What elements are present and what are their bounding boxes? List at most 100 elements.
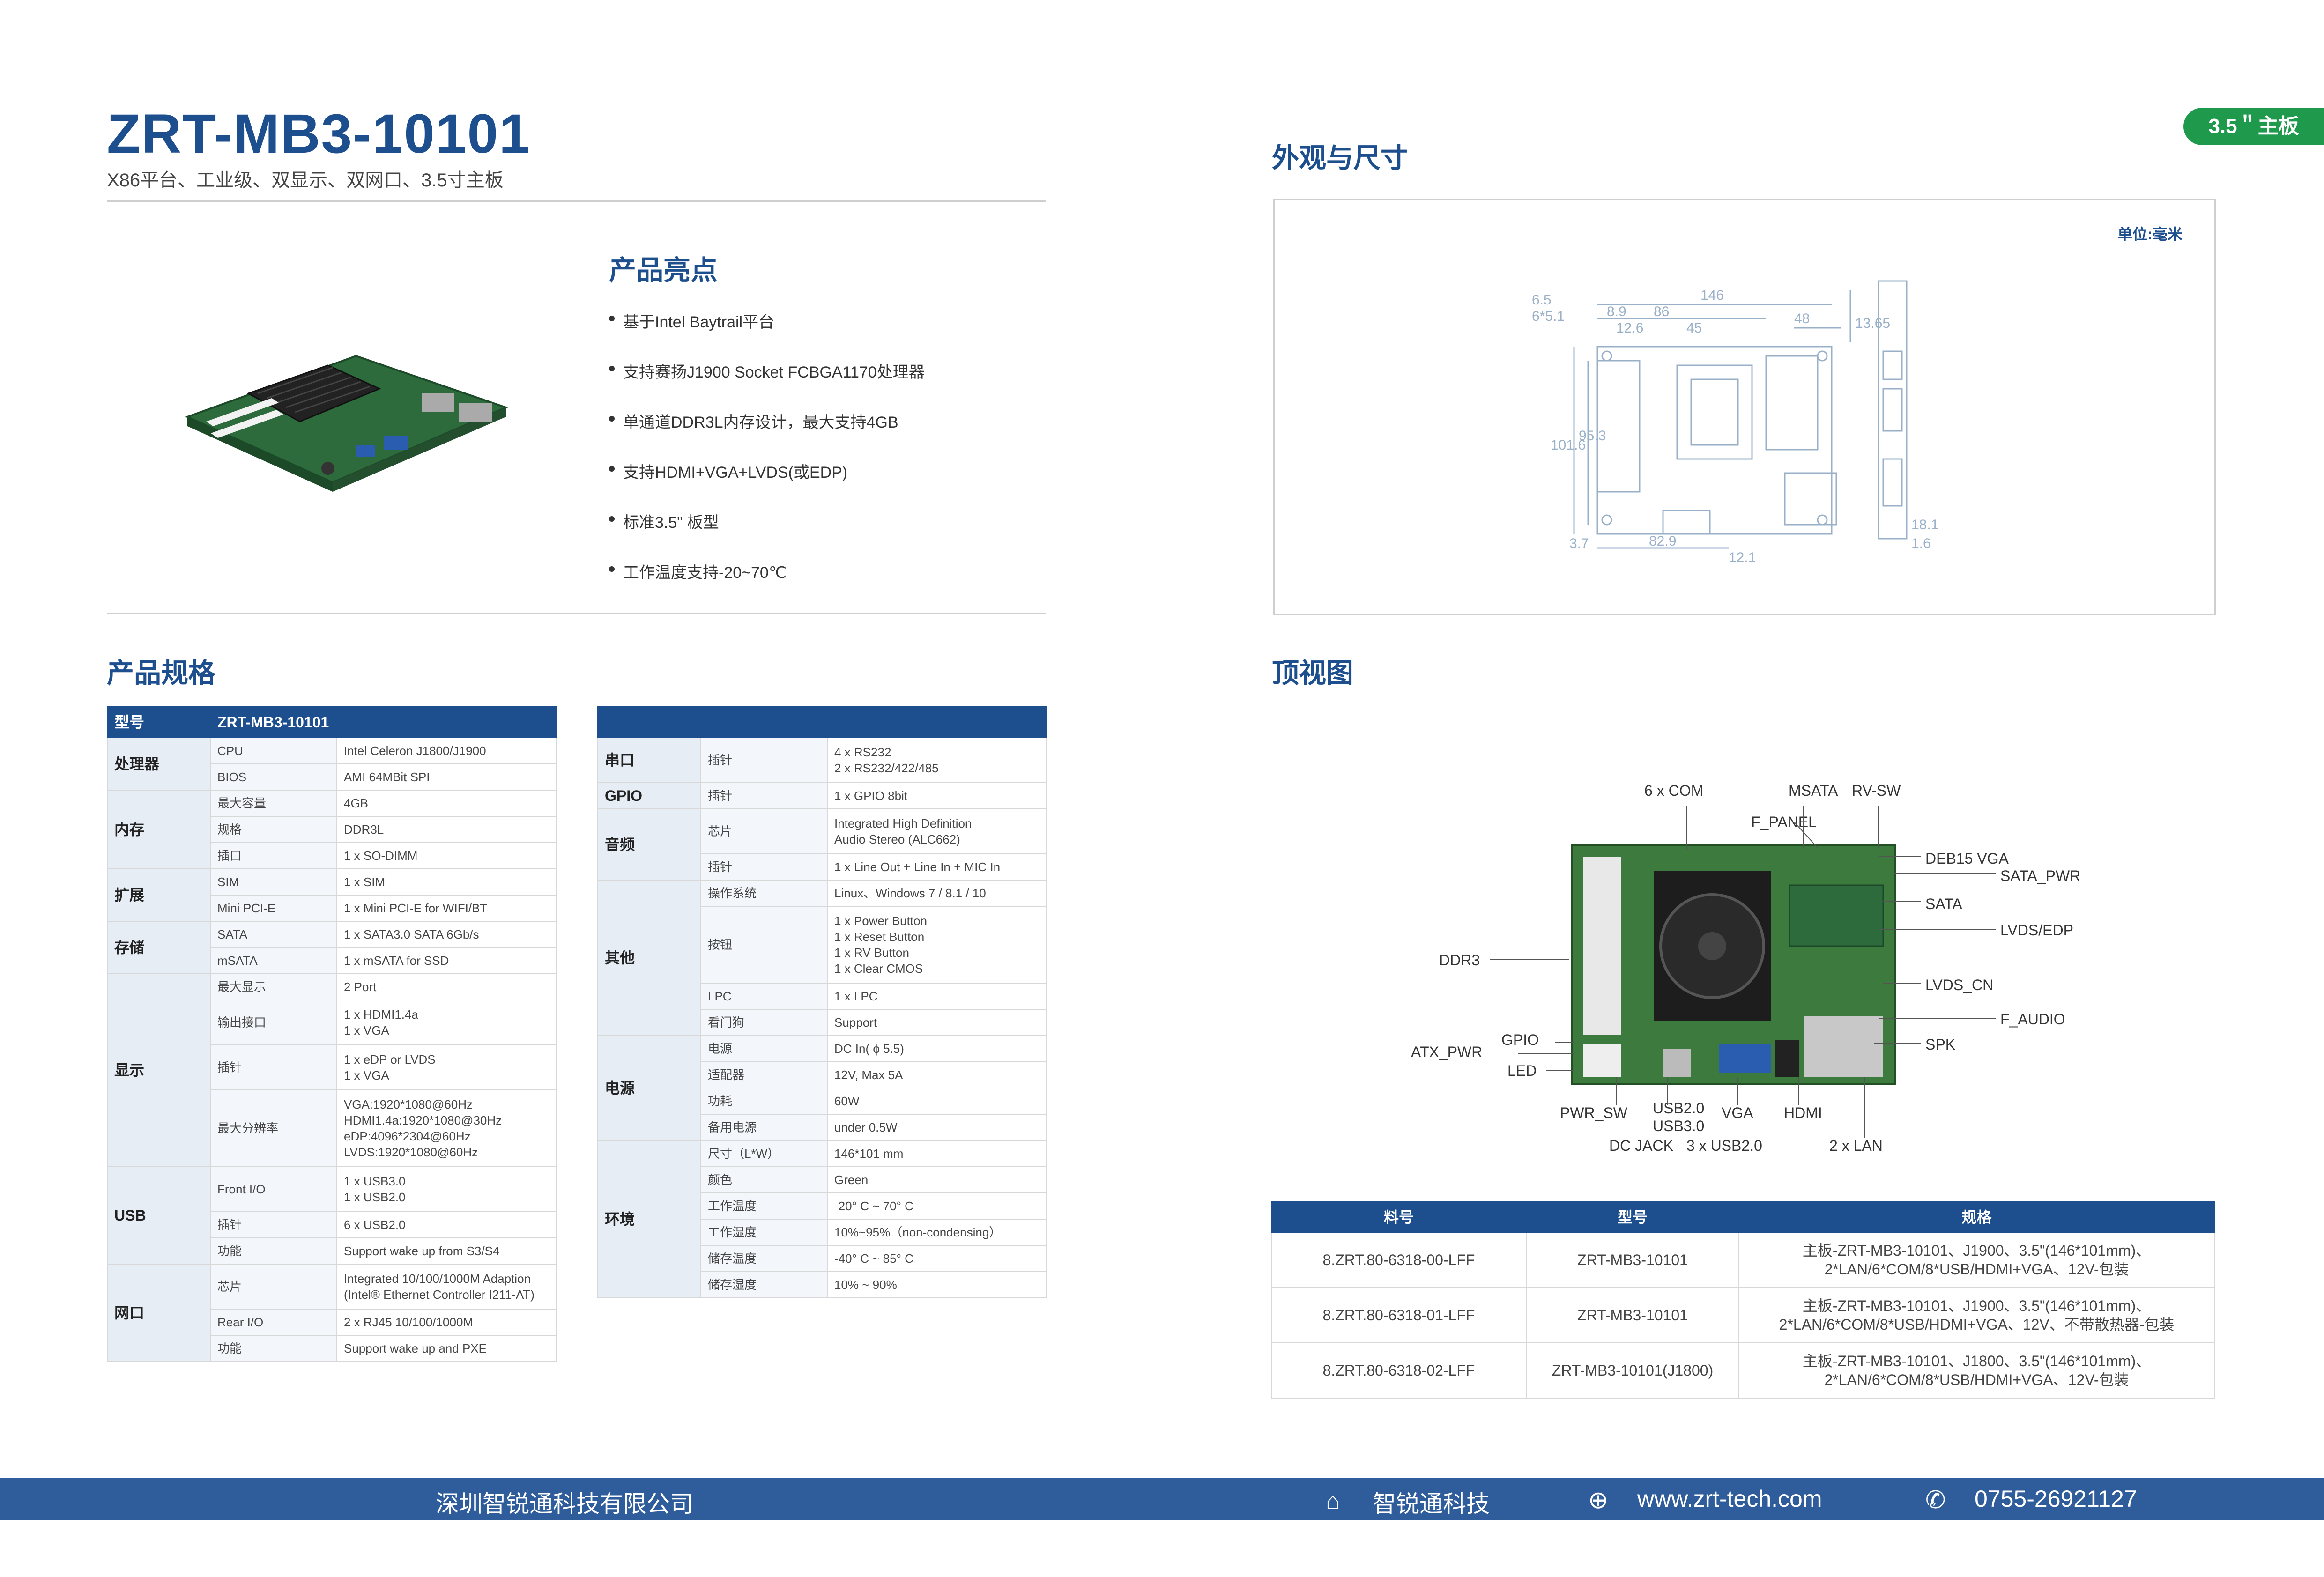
dim-146: 146 (1700, 288, 1724, 303)
highlight-item: 支持HDMI+VGA+LVDS(或EDP) (609, 459, 925, 482)
label-6xcom: 6 x COM (1644, 782, 1704, 799)
spec-item: CPU (210, 737, 337, 764)
spec-item: 芯片 (700, 808, 828, 854)
spec-value: 1 x Power Button 1 x Reset Button 1 x RV… (827, 906, 1047, 984)
dim-8-9: 8.9 (1607, 304, 1626, 319)
spec-item: 工作温度 (700, 1192, 828, 1220)
highlights-title: 产品亮点 (609, 255, 718, 286)
footer-website[interactable]: www.zrt-tech.com (1637, 1486, 1822, 1512)
order-part: 8.ZRT.80-6318-00-LFF (1271, 1232, 1527, 1288)
spec-value: Linux、Windows 7 / 8.1 / 10 (827, 880, 1047, 907)
order-model: ZRT-MB3-10101(J1800) (1526, 1342, 1739, 1399)
label-f-audio: F_AUDIO (2000, 1011, 2065, 1028)
label-vga: VGA (1722, 1104, 1753, 1121)
label-dc-jack: DC JACK (1609, 1137, 1673, 1154)
divider-top (107, 200, 1046, 202)
spec-value: 4GB (336, 790, 557, 817)
spec-value: VGA:1920*1080@60Hz HDMI1.4a:1920*1080@30… (336, 1089, 557, 1167)
spec-value: 146*101 mm (827, 1140, 1047, 1167)
label-hdmi: HDMI (1784, 1104, 1822, 1121)
label-atx-pwr: ATX_PWR (1411, 1044, 1483, 1060)
spec-item: 工作湿度 (700, 1219, 828, 1246)
spec-value: -40° C ~ 85° C (827, 1245, 1047, 1272)
dim-3-7: 3.7 (1569, 536, 1589, 551)
label-f-panel: F_PANEL (1751, 814, 1817, 830)
spec-item: 功能 (210, 1335, 337, 1362)
order-model: ZRT-MB3-10101 (1526, 1287, 1739, 1343)
dim-6-5: 6.5 (1532, 292, 1552, 308)
spec-value: 10% ~ 90% (827, 1271, 1047, 1298)
spec-item: 插针 (210, 1211, 337, 1238)
label-deb15-vga: DEB15 VGA (1925, 850, 2009, 867)
spec-item: 输出接口 (210, 1000, 337, 1045)
spec-value: 6 x USB2.0 (336, 1211, 557, 1238)
spec-value: 1 x Mini PCI-E for WIFI/BT (336, 895, 557, 922)
dim-18-1: 18.1 (1911, 517, 1938, 533)
spec-value: 60W (827, 1088, 1047, 1115)
spec-group: USB (107, 1166, 211, 1265)
spec-item: Mini PCI-E (210, 895, 337, 922)
spec-item: 储存温度 (700, 1245, 828, 1272)
spec-value: 10%~95%（non-condensing） (827, 1219, 1047, 1246)
spec-item: 看门狗 (700, 1009, 828, 1036)
order-spec: 主板-ZRT-MB3-10101、J1900、3.5"(146*101mm)、 … (1738, 1232, 2215, 1288)
spec-value: DDR3L (336, 816, 557, 843)
spec-item: 插针 (700, 737, 828, 783)
unit-label: 单位:毫米 (2117, 226, 2183, 243)
highlight-item: 单通道DDR3L内存设计，最大支持4GB (609, 409, 925, 432)
spec-group: 串口 (597, 737, 701, 783)
dim-48: 48 (1794, 311, 1810, 326)
order-row: 8.ZRT.80-6318-00-LFF ZRT-MB3-10101 主板-ZR… (1271, 1232, 2215, 1288)
label-usb3: USB3.0 (1653, 1118, 1705, 1134)
spec-row: 工作温度-20° C ~ 70° C (598, 1192, 1047, 1220)
order-header-model: 型号 (1526, 1201, 1739, 1233)
label-pwr-sw: PWR_SW (1560, 1104, 1627, 1121)
topview-board (1571, 844, 1896, 1085)
label-rv-sw: RV-SW (1852, 782, 1901, 799)
divider-mid (107, 613, 1046, 614)
dim-13-65: 13.65 (1855, 316, 1890, 331)
footer-bar: 深圳智锐通科技有限公司 ⌂ 智锐通科技 ⊕ www.zrt-tech.com ✆… (0, 1478, 2324, 1520)
order-header-part: 料号 (1271, 1201, 1527, 1233)
spec-value: 2 x RJ45 10/100/1000M (336, 1309, 557, 1336)
label-2xlan: 2 x LAN (1829, 1137, 1883, 1154)
spec-value: 1 x GPIO 8bit (827, 782, 1047, 809)
spec-item: 插口 (210, 842, 337, 869)
spec-item: 操作系统 (700, 880, 828, 907)
spec-item: 最大容量 (210, 790, 337, 817)
spec-value: 1 x eDP or LVDS 1 x VGA (336, 1044, 557, 1090)
spec-group: 存储 (107, 921, 211, 974)
spec-value: 4 x RS232 2 x RS232/422/485 (827, 737, 1047, 783)
spec-item: 适配器 (700, 1061, 828, 1088)
spec-value: 2 Port (336, 973, 557, 1000)
spec-group: 音频 (597, 808, 701, 881)
label-lvds-edp: LVDS/EDP (2000, 922, 2073, 939)
spec-group: 显示 (107, 973, 211, 1167)
footer-phone: 0755-26921127 (1975, 1486, 2137, 1512)
spec-value: 1 x Line Out + Line In + MIC In (827, 853, 1047, 881)
dimension-drawing: 146 8.9 86 12.6 45 48 13.65 101.6 95.3 8… (1532, 280, 1938, 565)
spec-item: 功耗 (700, 1088, 828, 1115)
spec-item: 最大显示 (210, 973, 337, 1000)
product-subtitle: X86平台、工业级、双显示、双网口、3.5寸主板 (107, 170, 504, 191)
spec-item: SIM (210, 868, 337, 896)
spec-group: 内存 (107, 790, 211, 869)
